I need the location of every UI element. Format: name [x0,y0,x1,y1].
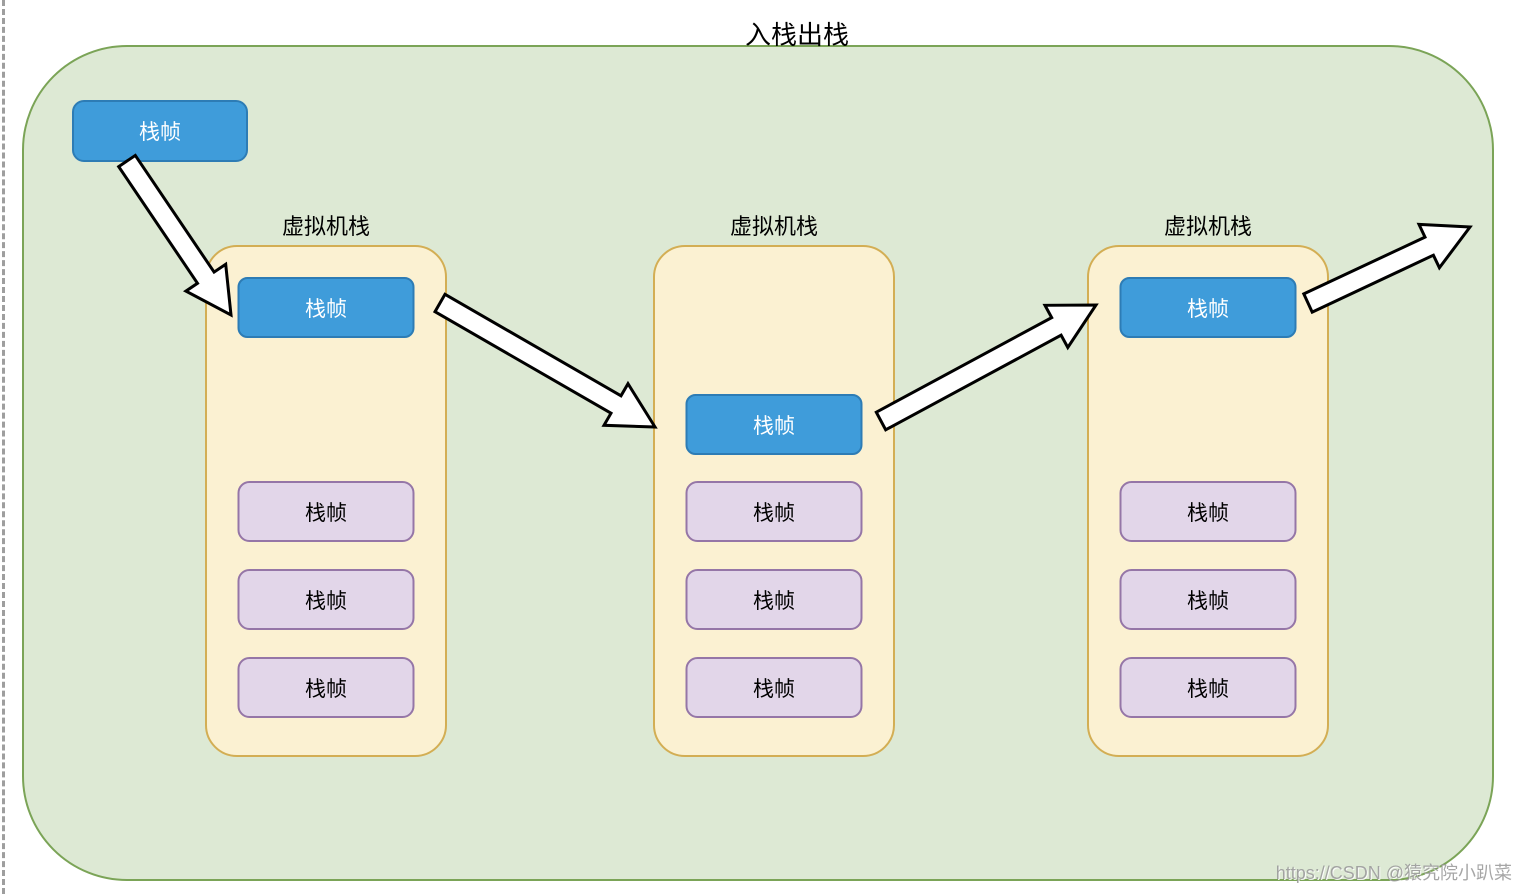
vm-stack-3-label: 虚拟机栈 [1163,214,1252,239]
stack-frame: 栈帧 [685,481,863,542]
active-stack-frame: 栈帧 [685,394,863,455]
stack-frame: 栈帧 [1119,569,1297,630]
stack-frame: 栈帧 [1119,481,1297,542]
vm-stack-1-label: 虚拟机栈 [281,214,370,239]
stack-frame: 栈帧 [685,657,863,718]
active-stack-frame: 栈帧 [1119,277,1297,338]
stack-frame: 栈帧 [1119,657,1297,718]
stack-frame: 栈帧 [237,569,415,630]
stack-frame: 栈帧 [237,481,415,542]
vm-stack-2: 栈帧 栈帧 栈帧 栈帧 [653,245,895,757]
vm-stack-1: 栈帧 栈帧 栈帧 栈帧 [205,245,447,757]
vm-stack-3: 栈帧 栈帧 栈帧 栈帧 [1087,245,1329,757]
incoming-stack-frame: 栈帧 [72,100,248,162]
vm-stack-2-label: 虚拟机栈 [729,214,818,239]
stack-frame: 栈帧 [685,569,863,630]
page-boundary-dashed-line [2,0,5,894]
active-stack-frame: 栈帧 [237,277,415,338]
diagram-title: 入栈出栈 [744,20,850,50]
stack-frame: 栈帧 [237,657,415,718]
watermark: https://CSDN @猿究院小趴菜 [1275,863,1512,883]
